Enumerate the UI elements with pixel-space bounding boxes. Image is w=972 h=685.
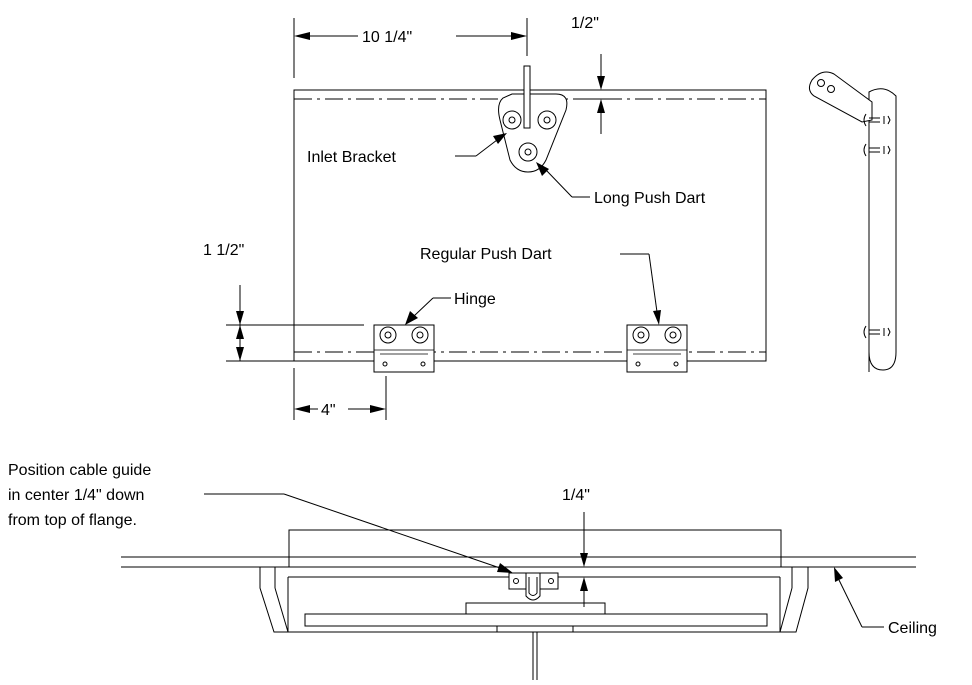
ceiling-label: Ceiling [888, 620, 937, 637]
hinge-left [373, 324, 435, 373]
hinge-label: Hinge [454, 291, 496, 308]
dim-hinge-offset: 4" [293, 368, 387, 420]
dim-hinge-offset-label: 4" [321, 402, 336, 419]
cable-guide [508, 572, 559, 601]
dim-cable-offset: 1/4" [562, 487, 597, 607]
callout-long-push-dart: Long Push Dart [536, 162, 706, 207]
dim-top-offset: 1/2" [571, 15, 612, 134]
dim-top-offset-label: 1/2" [571, 15, 599, 32]
hinge-right [626, 324, 688, 373]
side-fastener-2 [863, 143, 891, 157]
dim-cable-offset-label: 1/4" [562, 487, 590, 504]
callout-regular-push-dart: Regular Push Dart [420, 246, 661, 325]
callout-cable-guide: Position cable guide in center 1/4" down… [8, 462, 513, 573]
side-fastener-1 [863, 113, 891, 127]
cable-note-line2: in center 1/4" down [8, 487, 144, 504]
regular-push-dart-label: Regular Push Dart [420, 246, 552, 263]
dim-hinge-height: 1 1/2" [203, 242, 364, 362]
section-view: 1/4" Position cable guide in center 1/4"… [8, 462, 937, 680]
section-top-box [288, 529, 782, 568]
cable-note-line1: Position cable guide [8, 462, 151, 479]
dim-width: 10 1/4" [293, 18, 528, 78]
callout-inlet-bracket: Inlet Bracket [307, 133, 507, 166]
dim-width-label: 10 1/4" [362, 29, 412, 46]
inlet-bracket [498, 65, 568, 173]
long-push-dart-label: Long Push Dart [594, 190, 706, 207]
side-fastener-3 [863, 325, 891, 339]
cable-note-line3: from top of flange. [8, 512, 137, 529]
callout-ceiling: Ceiling [834, 567, 937, 637]
inlet-bracket-label: Inlet Bracket [307, 149, 396, 166]
dim-hinge-height-label: 1 1/2" [203, 242, 244, 259]
front-view: 10 1/4" 1/2" 1 1/2" [203, 15, 767, 420]
side-view [808, 71, 897, 372]
callout-hinge: Hinge [405, 291, 496, 325]
